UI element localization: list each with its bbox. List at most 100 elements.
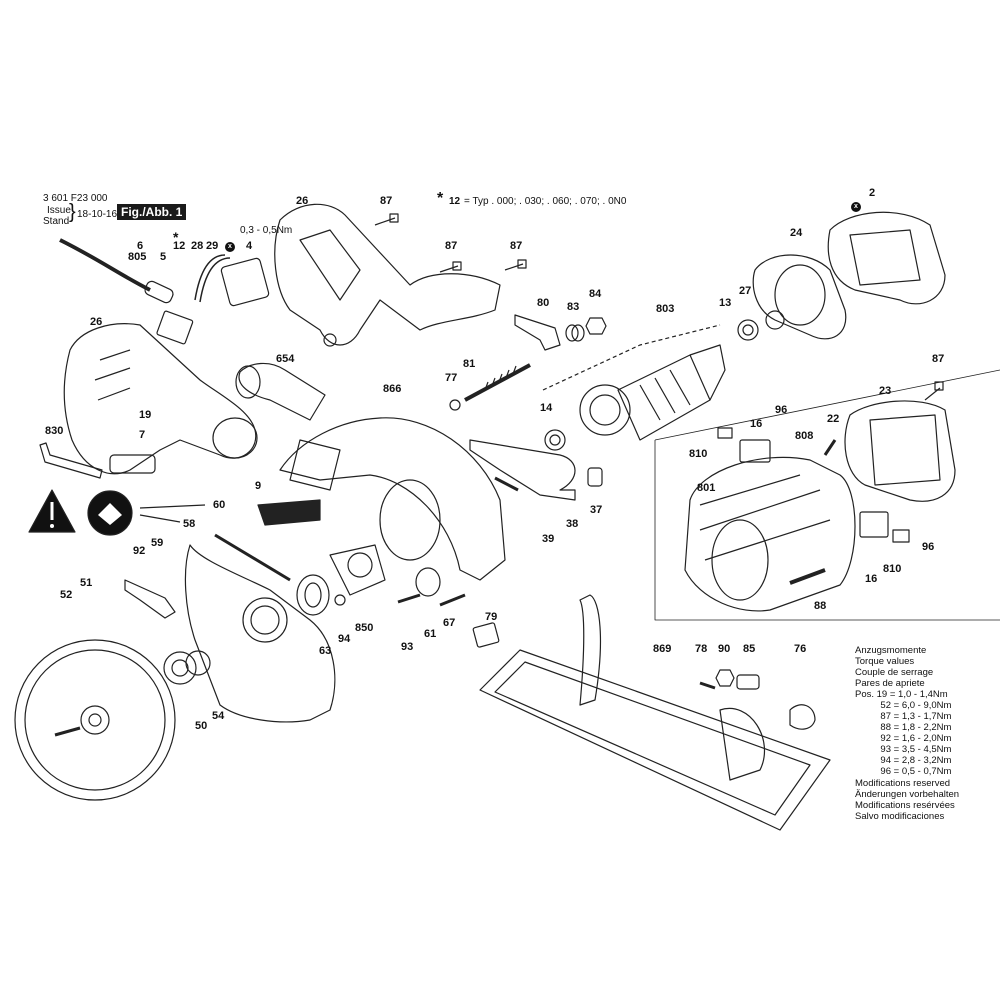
part-label: 24 — [790, 227, 803, 239]
armature-group-line — [542, 324, 721, 391]
part-label: 58 — [183, 518, 196, 530]
part-label: 83 — [567, 301, 580, 313]
torque-row: 87 = 1,3 - 1,7Nm — [880, 711, 952, 722]
lever-59 — [124, 579, 176, 619]
part-label: 13 — [719, 297, 732, 309]
pin-67 — [439, 593, 466, 607]
brace-symbol: } — [69, 201, 76, 223]
part-label: 87 — [380, 195, 393, 207]
part-label: 22 — [827, 413, 840, 425]
cable-clamp-805 — [156, 310, 194, 345]
x-marker: x — [225, 242, 235, 252]
bush-61 — [415, 567, 441, 597]
lower-blade-guard — [184, 544, 336, 723]
star-symbol: * — [437, 190, 444, 207]
part-label: 96 — [775, 404, 788, 416]
spring-60 — [214, 533, 291, 582]
part-label: 29 — [206, 240, 219, 252]
part-label: 76 — [794, 643, 807, 655]
switch-4 — [220, 257, 270, 307]
part-label: 87 — [932, 353, 945, 365]
nut-90 — [715, 669, 735, 687]
torque-row: 52 = 6,0 - 9,0Nm — [880, 700, 952, 711]
armature-803 — [579, 344, 726, 441]
part-label: 60 — [213, 499, 226, 511]
part-label: 50 — [195, 720, 208, 732]
part-label: 37 — [590, 504, 603, 516]
nut-84 — [585, 317, 607, 335]
modifications-de: Änderungen vorbehalten — [855, 789, 960, 800]
fan-baffle-24 — [752, 254, 847, 340]
part-label: 96 — [922, 541, 935, 553]
part-label: 87 — [510, 240, 523, 252]
part-label: 26 — [90, 316, 103, 328]
part-label: 805 — [128, 251, 147, 263]
saw-blade-51 — [14, 639, 176, 801]
part-label: 6 — [137, 240, 144, 252]
x-marker-2: x — [851, 202, 861, 212]
part-label: 88 — [814, 600, 827, 612]
bearing-13 — [737, 319, 759, 341]
torque-heading-de: Anzugsmomente — [855, 645, 927, 656]
spring-39 — [494, 476, 519, 492]
dust-tube-654 — [238, 362, 326, 421]
part-label: 79 — [485, 611, 498, 623]
brush-holder-16a — [739, 439, 771, 463]
handle-housing-top — [274, 203, 501, 346]
flange-50 — [163, 651, 197, 685]
part-label: 801 — [697, 482, 716, 494]
part-label: 38 — [566, 518, 579, 530]
modifications-fr: Modifications resérvées — [855, 800, 955, 811]
part-label: 27 — [739, 285, 752, 297]
part-label: 654 — [276, 353, 295, 365]
bearing-14 — [544, 429, 566, 451]
part-label: 14 — [540, 402, 553, 414]
part-label: 94 — [338, 633, 351, 645]
star-item-number: 12 — [449, 196, 461, 207]
motor-housing-left — [63, 323, 257, 475]
blade-bolt-52 — [54, 726, 81, 737]
part-label: 87 — [445, 240, 458, 252]
torque-values-block: Anzugsmomente Torque values Couple de se… — [855, 645, 933, 689]
field-coil-2 — [827, 211, 946, 305]
modifications-block: Modifications reserved Änderungen vorbeh… — [855, 778, 959, 822]
part-label: 28 — [191, 240, 204, 252]
part-label: 85 — [743, 643, 756, 655]
bracket-38 — [469, 439, 576, 501]
rear-housing-23 — [844, 400, 956, 502]
screw-22 — [823, 439, 837, 456]
hex-key-830 — [39, 442, 103, 479]
part-label: 810 — [689, 448, 708, 460]
lever-85 — [736, 674, 760, 690]
torque-heading-es: Pares de apriete — [855, 678, 925, 689]
part-label: 12 — [173, 240, 186, 252]
clip-37 — [587, 467, 603, 487]
part-label: 59 — [151, 537, 164, 549]
lever-80 — [514, 314, 561, 351]
torque-row: Pos. 19 = 1,0 - 1,4Nm — [855, 689, 948, 700]
figure-label: Fig./Abb. 1 — [117, 204, 187, 220]
power-cord — [59, 238, 151, 292]
part-label: 54 — [212, 710, 225, 722]
brush-810a — [717, 427, 733, 439]
torque-row: 92 = 1,6 - 2,0Nm — [880, 733, 952, 744]
issue-date: 18-10-16 — [77, 209, 118, 220]
part-label: 92 — [133, 545, 146, 557]
part-label: 803 — [656, 303, 675, 315]
part-label: 78 — [695, 643, 708, 655]
part-label: 81 — [463, 358, 476, 370]
part-label: 810 — [883, 563, 902, 575]
modifications-es: Salvo modificaciones — [855, 811, 945, 822]
star-item-variants: = Typ . 000; . 030; . 060; . 070; . 0N0 — [464, 196, 627, 207]
part-label: 67 — [443, 617, 456, 629]
torque-row: 96 = 0,5 - 0,7Nm — [880, 766, 952, 777]
star-symbol-small: * — [173, 229, 179, 245]
part-label: 80 — [537, 297, 550, 309]
modifications-en: Modifications reserved — [855, 778, 951, 789]
part-label: 808 — [795, 430, 814, 442]
spring-83 — [565, 324, 585, 342]
part-label: 866 — [383, 383, 402, 395]
part-label: 23 — [879, 385, 892, 397]
part-label: 16 — [865, 573, 878, 585]
